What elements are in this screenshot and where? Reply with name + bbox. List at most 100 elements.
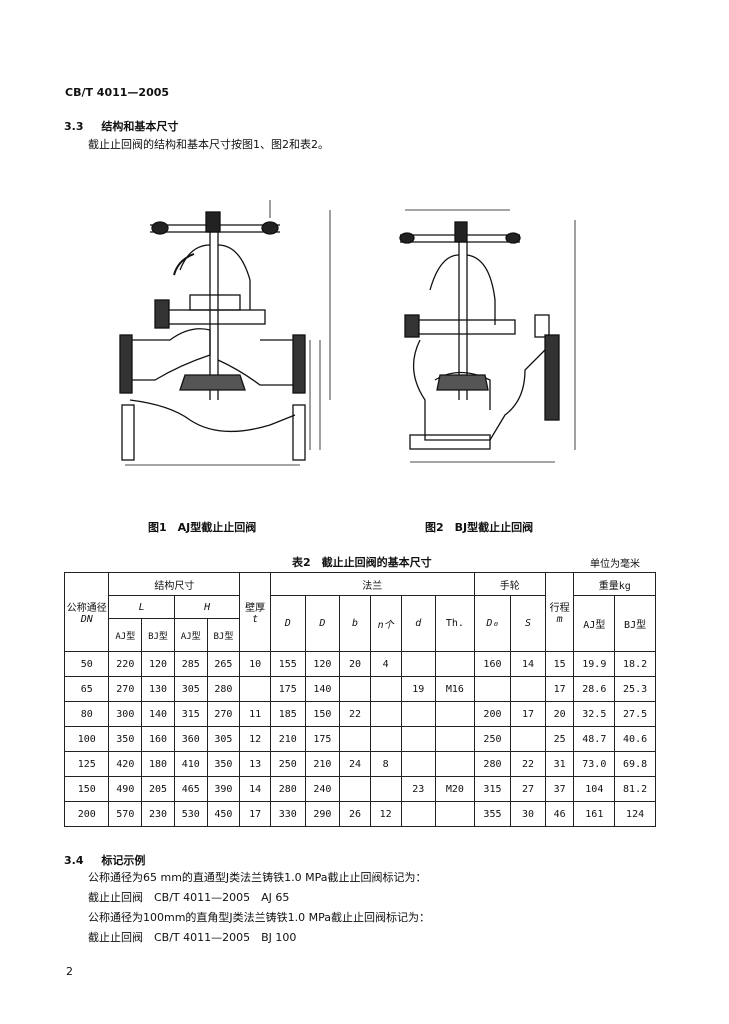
table-cell: 14 <box>239 776 271 802</box>
table-cell: 285 <box>173 651 208 677</box>
table-cell: 200 <box>63 801 110 827</box>
table-cell: 280 <box>473 751 512 777</box>
table-cell: 300 <box>108 701 143 727</box>
table-cell: 210 <box>269 726 306 752</box>
table-cell: 73.0 <box>573 751 616 777</box>
figure-2-caption: 图2 BJ型截止止回阀 <box>425 521 534 534</box>
table-cell: 205 <box>141 776 175 802</box>
table-cell: 27 <box>510 776 546 802</box>
header-m-symbol: m <box>556 614 563 625</box>
section-number: 3.4 <box>64 854 84 867</box>
table-cell: 12 <box>239 726 271 752</box>
table-cell: 130 <box>141 676 175 702</box>
table-cell: 150 <box>63 776 110 802</box>
table-cell: 27.5 <box>614 701 656 727</box>
header-H-bj: BJ型 <box>206 618 241 652</box>
standard-code: CB/T 4011—2005 <box>65 86 170 99</box>
header-dn: 公称通径 DN <box>63 572 110 652</box>
header-n: n个 <box>369 595 402 652</box>
header-dn-symbol: DN <box>80 614 93 625</box>
section-3-4-heading: 3.4 标记示例 <box>64 852 145 868</box>
table-cell: 12 <box>369 801 402 827</box>
table-cell: 330 <box>269 801 306 827</box>
table-cell <box>239 676 271 702</box>
section-number: 3.3 <box>64 120 84 133</box>
header-D0: D₀ <box>473 595 512 652</box>
section-3-3-heading: 3.3 结构和基本尺寸 <box>64 118 178 134</box>
table-cell: 24 <box>339 751 371 777</box>
table-cell: 22 <box>510 751 546 777</box>
table-cell: 20 <box>339 651 371 677</box>
table-cell: 350 <box>108 726 143 752</box>
header-t-symbol: t <box>252 614 259 625</box>
table-cell: 315 <box>173 701 208 727</box>
table-cell <box>473 676 512 702</box>
table-cell: 13 <box>239 751 271 777</box>
table-cell: 23 <box>400 776 437 802</box>
table-cell <box>510 726 546 752</box>
example-line-3: 公称通径为100mm的直角型J类法兰铸铁1.0 MPa截止止回阀标记为： <box>88 911 431 924</box>
header-d: d <box>400 595 437 652</box>
table-cell <box>435 801 475 827</box>
example-line-4: 截止止回阀 CB/T 4011—2005 BJ 100 <box>88 931 297 944</box>
table-cell: 124 <box>614 801 656 827</box>
table-header-row-3: AJ型 BJ型 AJ型 BJ型 <box>65 618 656 652</box>
page-number: 2 <box>66 965 73 978</box>
table-cell: 10 <box>239 651 271 677</box>
table-cell: 305 <box>173 676 208 702</box>
header-stroke-label: 行程 <box>549 603 570 614</box>
table-cell: 410 <box>173 751 208 777</box>
table-cell: 25 <box>544 726 575 752</box>
section-title: 结构和基本尺寸 <box>101 120 179 133</box>
table-cell <box>339 676 371 702</box>
table-cell <box>400 751 437 777</box>
table-cell: 315 <box>473 776 512 802</box>
table-cell: 210 <box>304 751 341 777</box>
table-cell <box>435 726 475 752</box>
table-cell: 81.2 <box>614 776 656 802</box>
table-cell: 125 <box>63 751 110 777</box>
header-stroke: 行程 m <box>544 572 575 652</box>
table-cell: 155 <box>269 651 306 677</box>
header-flange: 法兰 <box>269 572 475 596</box>
table-header-row-2: L H D D b n个 d Th. D₀ S AJ型 BJ型 <box>65 595 656 652</box>
table-cell: 161 <box>573 801 616 827</box>
table-cell: 230 <box>141 801 175 827</box>
header-struct: 结构尺寸 <box>108 572 241 596</box>
table-cell: M20 <box>435 776 475 802</box>
table-cell <box>339 726 371 752</box>
table-cell <box>339 776 371 802</box>
table-cell <box>369 726 402 752</box>
table-cell: 120 <box>304 651 341 677</box>
table-cell: 46 <box>544 801 575 827</box>
figure-1-caption: 图1 AJ型截止止回阀 <box>148 521 257 534</box>
table-cell: 355 <box>473 801 512 827</box>
table-unit: 单位为毫米 <box>590 559 640 570</box>
header-th: Th. <box>435 595 475 652</box>
header-L-aj: AJ型 <box>108 618 143 652</box>
table-cell: 65 <box>63 676 110 702</box>
table-cell: 11 <box>239 701 271 727</box>
table-cell: 4 <box>369 651 402 677</box>
table-cell: 175 <box>304 726 341 752</box>
table-cell: 360 <box>173 726 208 752</box>
table-cell: 220 <box>108 651 143 677</box>
table-cell <box>435 651 475 677</box>
header-wheel: 手轮 <box>473 572 546 596</box>
table-cell: 69.8 <box>614 751 656 777</box>
table-cell: 280 <box>206 676 241 702</box>
header-D1: D <box>304 595 341 652</box>
table-cell: 25.3 <box>614 676 656 702</box>
table-cell: 530 <box>173 801 208 827</box>
header-L: L <box>108 595 175 619</box>
table-cell: 200 <box>473 701 512 727</box>
table-cell: M16 <box>435 676 475 702</box>
table-cell: 140 <box>304 676 341 702</box>
table-header-row-1: 公称通径 DN 结构尺寸 壁厚 t 法兰 手轮 行程 m 重量kg <box>63 572 656 652</box>
header-t: 壁厚 t <box>239 572 271 652</box>
table-cell: 14 <box>510 651 546 677</box>
